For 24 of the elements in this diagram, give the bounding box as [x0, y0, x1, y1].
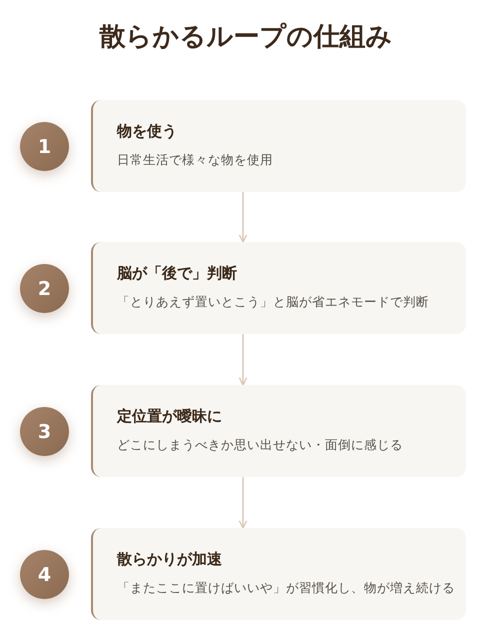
step-description: 日常生活で様々な物を使用: [117, 151, 273, 169]
step-number-circle: [20, 407, 69, 456]
step-number: 3: [38, 420, 52, 442]
arrow: [238, 477, 248, 529]
arrow: [238, 192, 248, 243]
step-heading: 脳が「後で」判断: [117, 263, 237, 283]
step-card: [91, 100, 466, 192]
title: 散らかるループの仕組み: [100, 22, 392, 52]
arrow: [238, 334, 248, 386]
step-card: [91, 242, 466, 334]
step-number: 1: [38, 136, 52, 158]
step-heading: 定位置が曖昧に: [117, 406, 222, 426]
step-number-circle: [20, 550, 69, 599]
step-number-circle: [20, 122, 69, 171]
step-number: 2: [38, 278, 52, 300]
step-description: 「とりあえず置いとこう」と脳が省エネモードで判断: [117, 293, 429, 311]
step-card: [91, 385, 466, 477]
step-heading: 物を使う: [117, 121, 177, 141]
step-description: どこにしまうべきか思い出せない・面倒に感じる: [117, 436, 403, 454]
step-card: [91, 528, 466, 620]
step-description: 「またここに置けばいいや」が習慣化し、物が増え続ける: [117, 579, 455, 597]
step-number: 4: [38, 564, 52, 586]
step-heading: 散らかりが加速: [117, 549, 222, 569]
step-number-circle: [20, 264, 69, 313]
